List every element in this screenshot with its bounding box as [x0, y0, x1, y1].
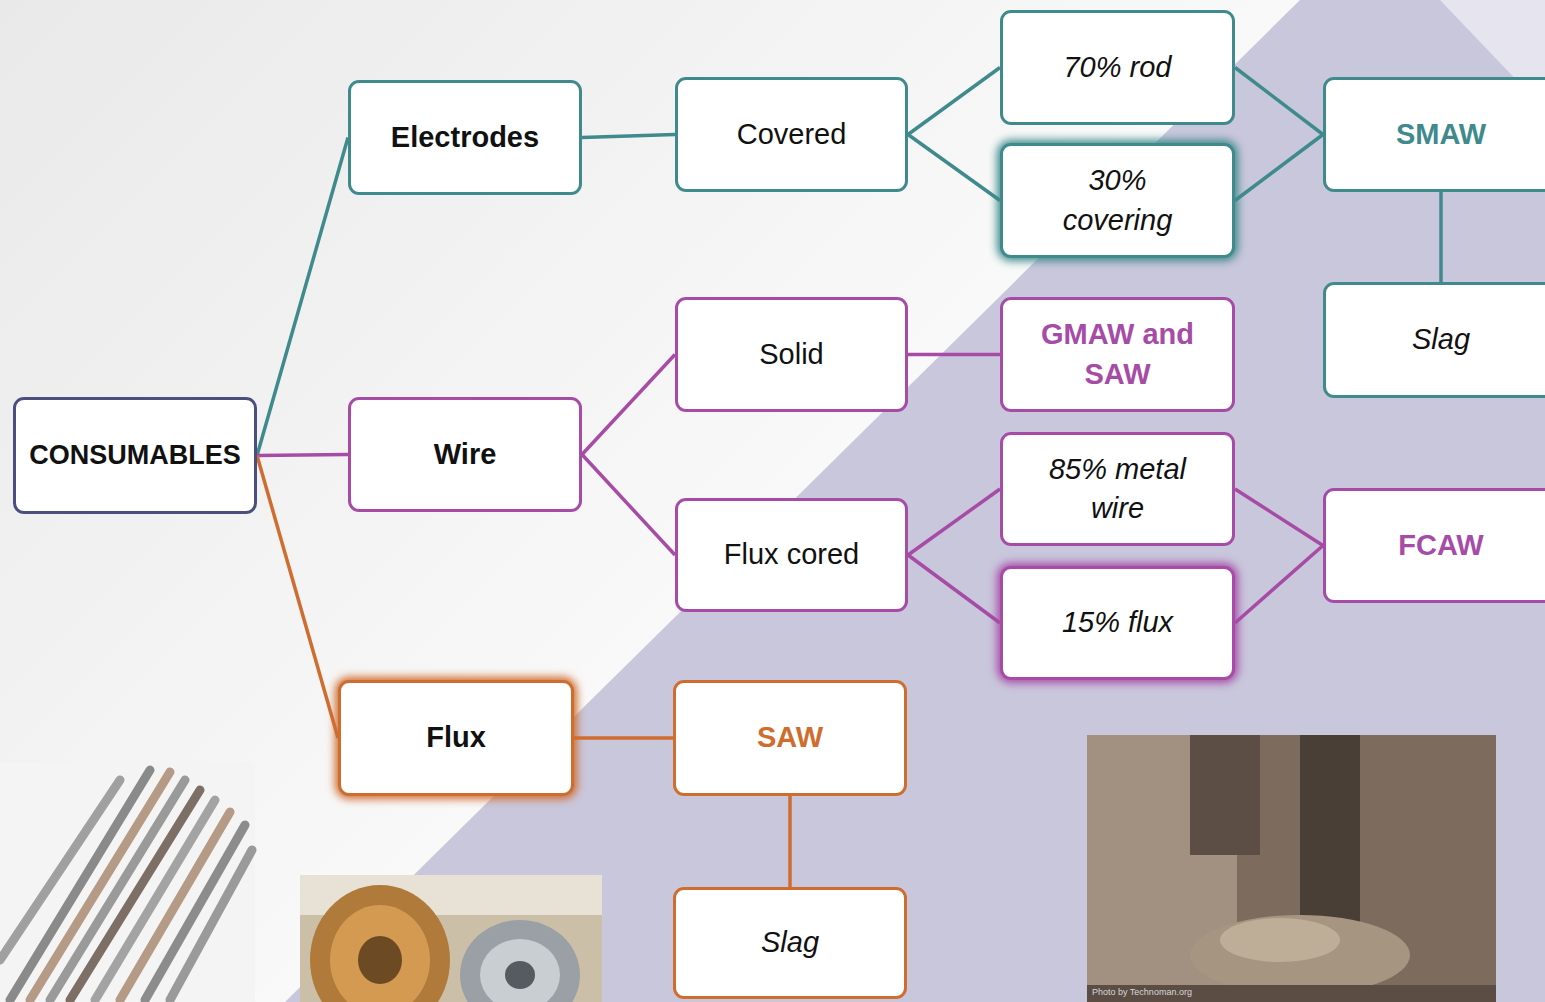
connector-line — [257, 138, 348, 456]
connector-line — [1235, 546, 1323, 624]
connector-line — [582, 355, 675, 455]
process-box: Flux — [338, 680, 574, 796]
connector-line — [1235, 489, 1323, 546]
box-label: FCAW — [1398, 526, 1483, 565]
box-label: 15% flux — [1062, 603, 1173, 642]
submerged-arc-photo — [1087, 735, 1496, 1002]
box-label: SAW — [757, 718, 823, 757]
connector-line — [908, 555, 1000, 623]
process-box: CONSUMABLES — [13, 397, 257, 514]
photo-credit: Photo by Technoman.org — [1092, 987, 1192, 997]
process-box: Covered — [675, 77, 908, 192]
process-box: FCAW — [1323, 488, 1545, 603]
box-label: Wire — [434, 435, 497, 474]
process-box: Solid — [675, 297, 908, 412]
connector-line — [582, 455, 675, 556]
box-label: SMAW — [1396, 115, 1486, 154]
process-box: 85% metal wire — [1000, 432, 1235, 546]
process-box: Wire — [348, 397, 582, 512]
process-box: Electrodes — [348, 80, 582, 195]
process-box: Slag — [673, 887, 907, 999]
connector-line — [908, 489, 1000, 555]
process-box: SMAW — [1323, 77, 1545, 192]
box-label: 70% rod — [1063, 48, 1171, 87]
connector-line — [1235, 68, 1323, 135]
box-label: Flux — [426, 718, 486, 757]
wire-spool-photo — [300, 875, 602, 1002]
box-label: Electrodes — [391, 118, 539, 157]
process-box: GMAW and SAW — [1000, 297, 1235, 412]
connector-line — [1439, 192, 1443, 282]
connector-line — [1235, 135, 1323, 201]
connector-line — [908, 68, 1000, 135]
process-box: Slag — [1323, 282, 1545, 398]
box-label: Slag — [761, 923, 819, 962]
process-box: Flux cored — [675, 498, 908, 612]
box-label: Slag — [1412, 320, 1470, 359]
connector-line — [788, 796, 792, 887]
box-label: Solid — [759, 335, 824, 374]
connector-line — [257, 456, 338, 739]
connector-line — [908, 353, 1000, 357]
connector-line — [582, 135, 675, 138]
box-label: 85% metal wire — [1023, 450, 1213, 528]
box-label: GMAW and SAW — [1023, 315, 1213, 393]
connector-line — [908, 135, 1000, 201]
connector-line — [257, 455, 348, 456]
box-label: 30% covering — [1043, 161, 1193, 239]
process-box: 70% rod — [1000, 10, 1235, 125]
box-label: Flux cored — [724, 535, 859, 574]
process-box: 15% flux — [1000, 566, 1235, 680]
box-label: CONSUMABLES — [29, 437, 241, 473]
box-label: Covered — [737, 115, 847, 154]
process-box: 30% covering — [1000, 143, 1235, 258]
electrodes-photo — [0, 762, 255, 1002]
connector-line — [574, 736, 673, 740]
process-box: SAW — [673, 680, 907, 796]
